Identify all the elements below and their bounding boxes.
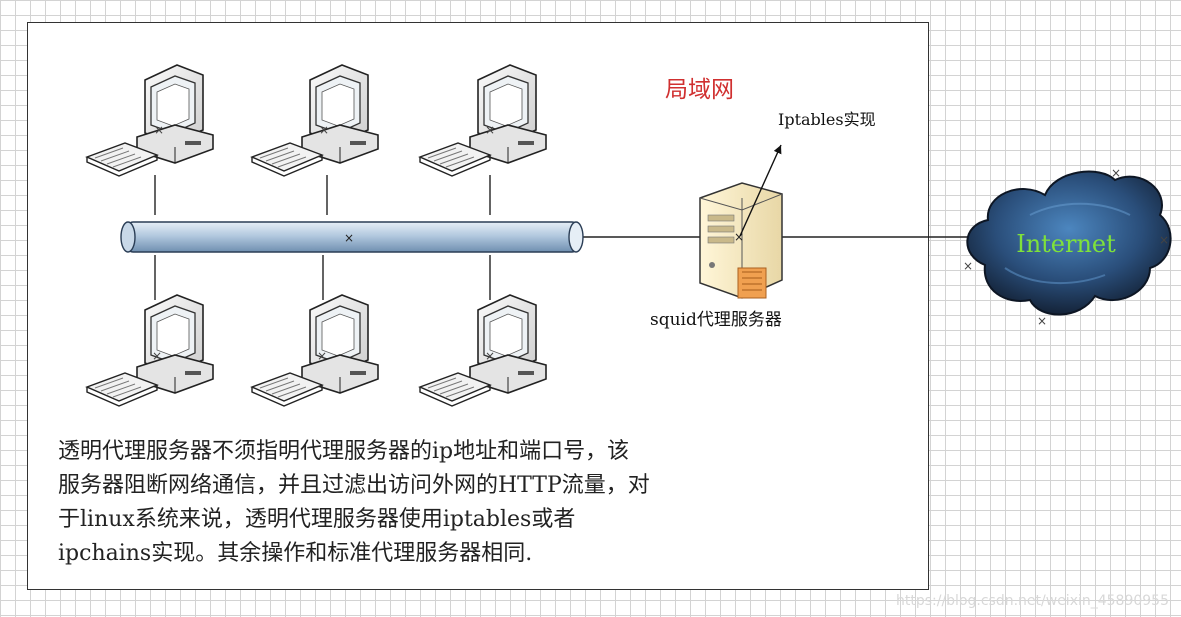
desktop-computer-icon [419, 294, 547, 407]
svg-text:×: × [344, 231, 354, 245]
description-line: ipchains实现。其余操作和标准代理服务器相同. [58, 541, 533, 566]
svg-text:×: × [734, 230, 744, 244]
internet-label: Internet [1016, 230, 1116, 258]
squid-proxy-label: squid代理服务器 [650, 310, 782, 330]
desktop-computer-icon [251, 64, 379, 177]
desktop-computer-icon [86, 294, 214, 407]
svg-text:×: × [1159, 233, 1169, 247]
connection-markers: × × × × × × × × × × [152, 123, 1169, 363]
svg-text:×: × [317, 349, 327, 363]
svg-text:×: × [1111, 166, 1121, 180]
svg-text:×: × [485, 349, 495, 363]
description-line: 透明代理服务器不须指明代理服务器的ip地址和端口号，该 [58, 439, 630, 464]
cloud-icon: Internet [966, 170, 1172, 316]
svg-text:×: × [154, 123, 164, 137]
iptables-arrow [739, 144, 782, 237]
svg-text:×: × [152, 349, 162, 363]
watermark: https://blog.csdn.net/weixin_45890955 [895, 593, 1169, 609]
desktop-computer-icon [419, 64, 547, 177]
description-line: 于linux系统来说，透明代理服务器使用iptables或者 [58, 507, 576, 532]
bus-pipe: × [120, 221, 584, 253]
server-icon: × [699, 182, 783, 299]
svg-text:×: × [485, 123, 495, 137]
description-line: 服务器阻断网络通信，并且过滤出访问外网的HTTP流量，对 [58, 473, 650, 498]
svg-text:×: × [319, 123, 329, 137]
lan-title: 局域网 [665, 77, 734, 103]
svg-text:×: × [1037, 314, 1047, 328]
desktop-computer-icon [251, 294, 379, 407]
bus-connections [154, 175, 1000, 300]
iptables-label: Iptables实现 [778, 110, 876, 129]
desktop-computer-icon [86, 64, 214, 177]
svg-text:×: × [963, 259, 973, 273]
description-text: 透明代理服务器不须指明代理服务器的ip地址和端口号，该 服务器阻断网络通信，并且… [58, 435, 858, 571]
